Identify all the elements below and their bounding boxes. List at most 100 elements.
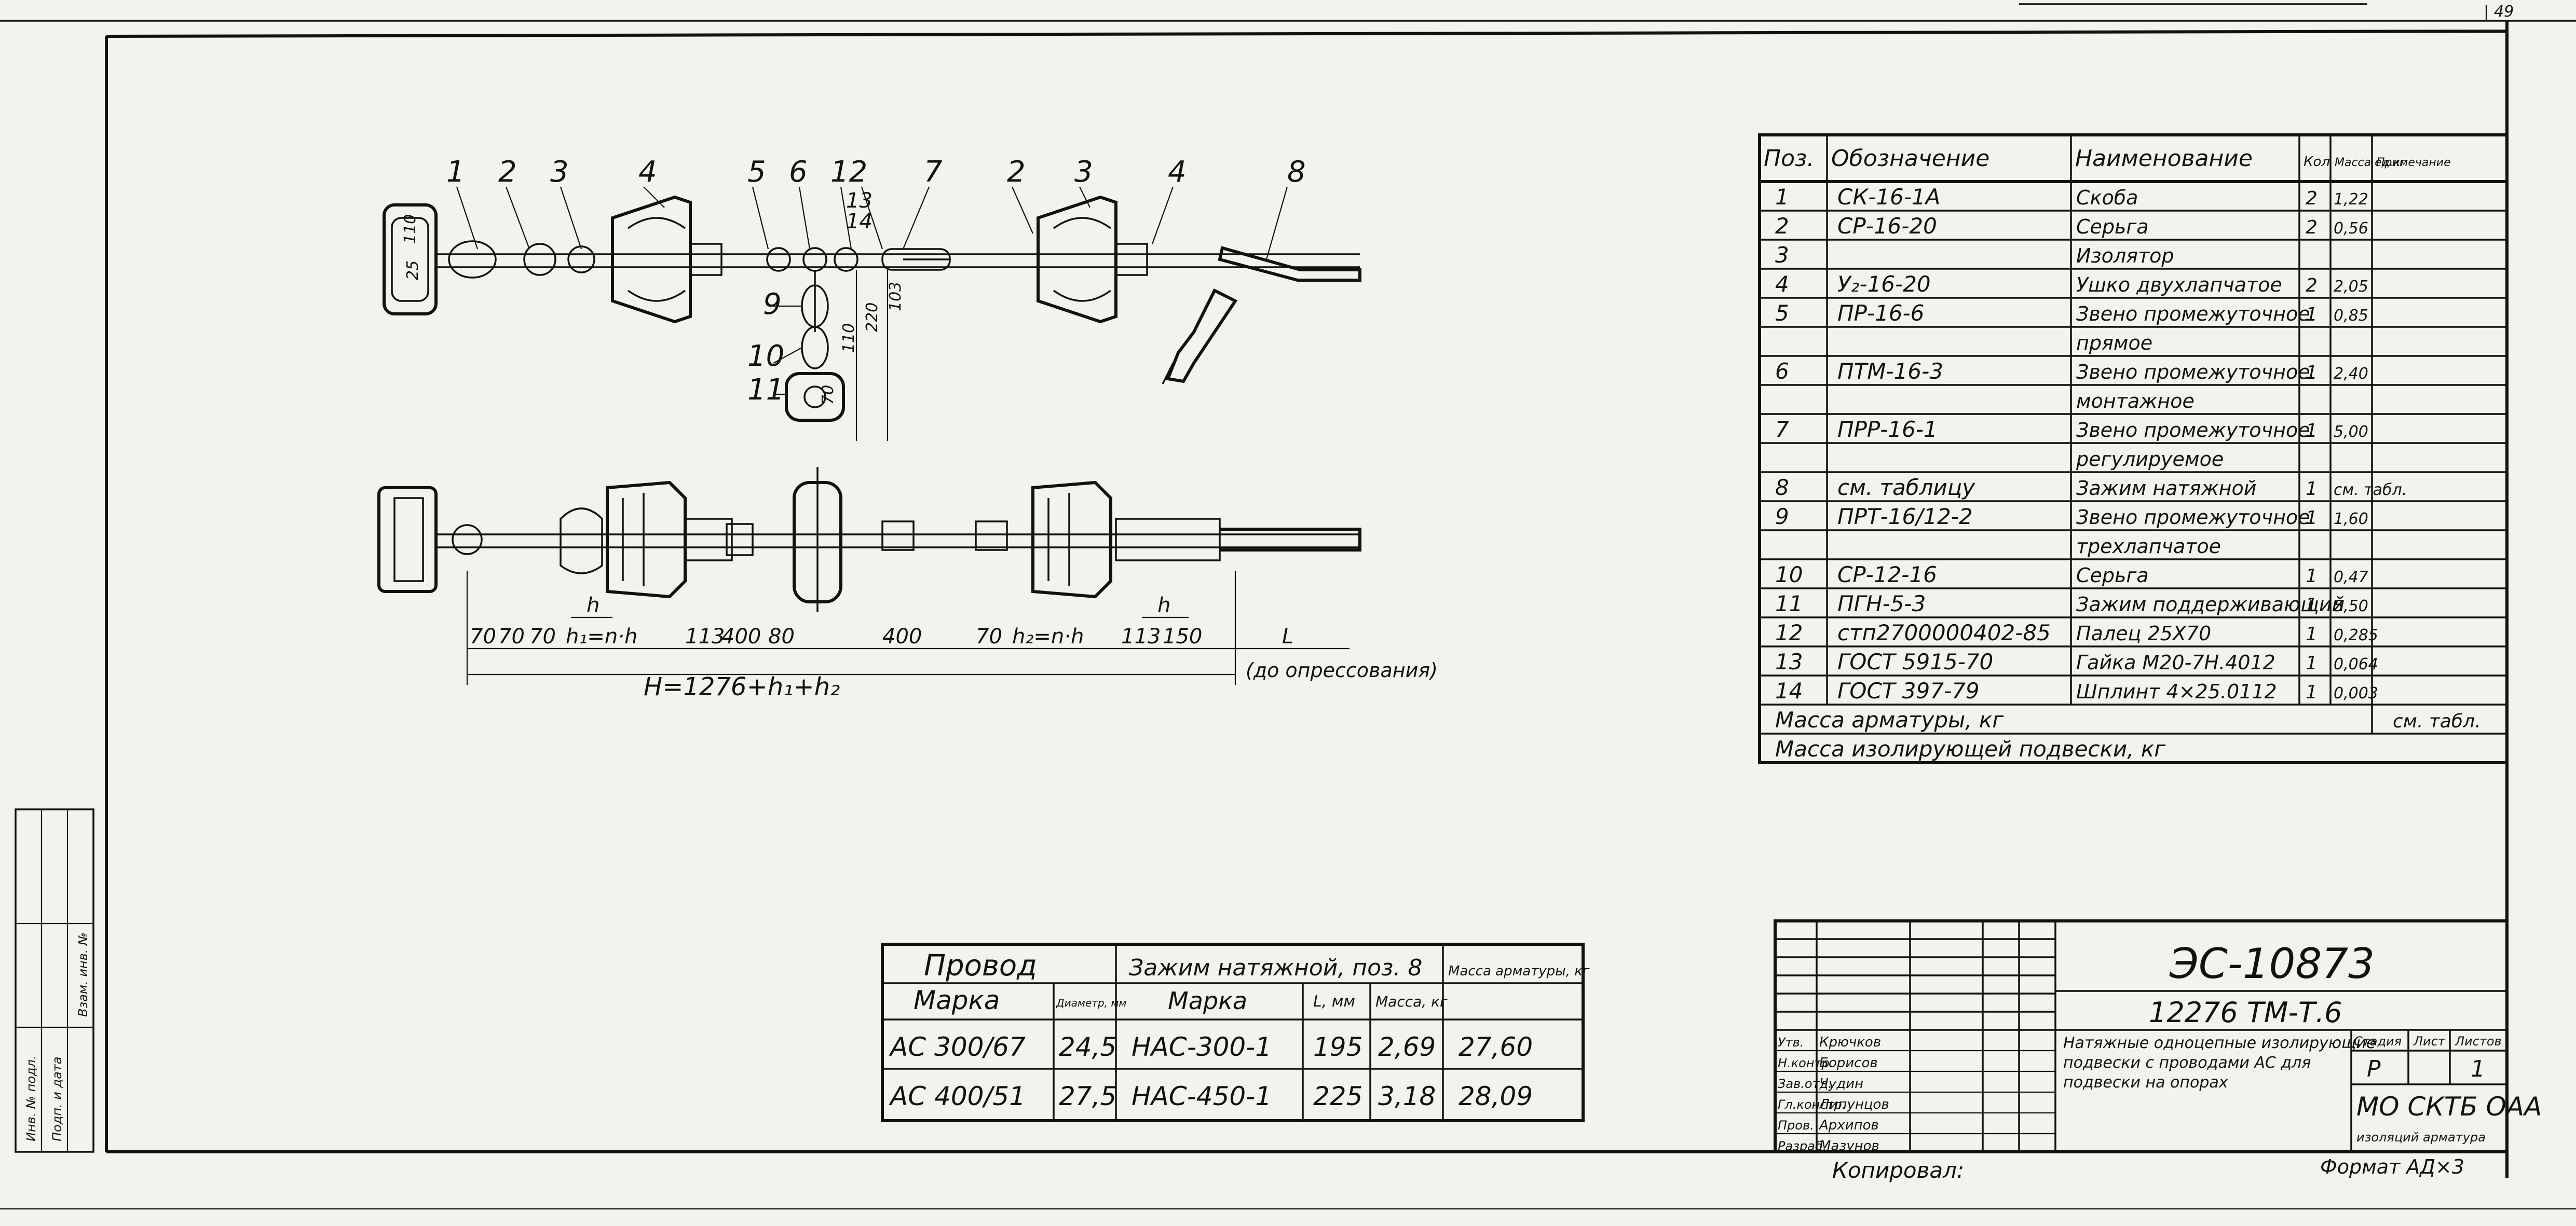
spec-cell-13-3: 1 bbox=[2306, 566, 2318, 587]
title-description-line: подвески на опорах bbox=[2063, 1073, 2228, 1092]
dim-110a: 110 bbox=[401, 214, 419, 244]
spec-cell-16-0: 13 bbox=[1775, 649, 1803, 674]
callout-2: 2 bbox=[498, 155, 517, 189]
callout-9: 9 bbox=[763, 287, 782, 321]
callout-3b: 3 bbox=[1074, 155, 1093, 189]
spec-cell-14-4: 5,50 bbox=[2334, 597, 2368, 615]
spec-cell-16-1: ГОСТ 5915-70 bbox=[1837, 649, 1993, 674]
dim-b-70b: 70 bbox=[498, 625, 525, 649]
spec-cell-8-3: 1 bbox=[2306, 420, 2318, 442]
dim-b-150: 150 bbox=[1163, 625, 1202, 649]
title-hdr-stage: Стадия bbox=[2354, 1034, 2402, 1049]
spec-cell-4-3: 1 bbox=[2306, 304, 2318, 325]
dim-b-L: L bbox=[1282, 625, 1293, 649]
side-stamp-1: Инв. № подл. bbox=[24, 1055, 38, 1141]
title-stage: Р bbox=[2367, 1056, 2381, 1082]
wire-sub-mass: Масса, кг bbox=[1375, 993, 1448, 1010]
spec-cell-6-3: 1 bbox=[2306, 362, 2318, 383]
spec-cell-10-4: см. табл. bbox=[2334, 481, 2407, 499]
spec-cell-8-1: ПРР-16-1 bbox=[1837, 417, 1938, 442]
title-name: Липунцов bbox=[1819, 1097, 1889, 1112]
wire-group-clamp: Зажим натяжной, поз. 8 bbox=[1129, 955, 1422, 981]
spec-cell-7-2: монтажное bbox=[2076, 390, 2195, 412]
spec-header-4: Масса ед.кг bbox=[2335, 156, 2406, 169]
wire-sub-diam: Диаметр, мм bbox=[1056, 997, 1127, 1009]
spec-cell-6-2: Звено промежуточное bbox=[2076, 361, 2310, 383]
dim-b-h2: h₂=n·h bbox=[1012, 625, 1084, 649]
dim-b-400a: 400 bbox=[721, 625, 761, 649]
spec-cell-17-2: Шплинт 4×25.0112 bbox=[2076, 680, 2277, 703]
spec-cell-14-3: 1 bbox=[2306, 595, 2318, 616]
spec-cell-15-4: 0,285 bbox=[2334, 626, 2378, 644]
footer-format: Формат АД×3 bbox=[2320, 1155, 2464, 1178]
dim-70: 70 bbox=[819, 385, 837, 405]
dim-b-70a: 70 bbox=[470, 625, 496, 649]
title-description-line: Натяжные одноцепные изолирующие bbox=[2063, 1034, 2376, 1052]
dim-b-h1: h₁=n·h bbox=[566, 625, 637, 649]
spec-cell-16-3: 1 bbox=[2306, 653, 2318, 674]
spec-cell-11-2: Звено промежуточное bbox=[2076, 506, 2310, 529]
wire-r2-L: 225 bbox=[1313, 1081, 1362, 1111]
dim-b-113b: 113 bbox=[1121, 625, 1161, 649]
spec-cell-4-1: ПР-16-6 bbox=[1837, 300, 1924, 326]
spec-mass-fittings-label: Масса арматуры, кг bbox=[1775, 707, 2004, 733]
spec-mass-assembly-label: Масса изолирующей подвески, кг bbox=[1775, 736, 2166, 762]
title-name: Крючков bbox=[1819, 1035, 1881, 1050]
spec-cell-1-1: СР-16-20 bbox=[1837, 213, 1937, 239]
wire-r1-diam: 24,5 bbox=[1059, 1032, 1116, 1062]
spec-cell-1-4: 0,56 bbox=[2334, 219, 2368, 238]
spec-cell-17-0: 14 bbox=[1775, 678, 1803, 704]
spec-cell-8-0: 7 bbox=[1775, 417, 1789, 442]
spec-cell-0-2: Скоба bbox=[2076, 186, 2138, 209]
callout-14: 14 bbox=[846, 210, 873, 233]
title-role: Гл.констр. bbox=[1778, 1097, 1846, 1112]
spec-cell-6-4: 2,40 bbox=[2334, 365, 2368, 383]
spec-cell-3-0: 4 bbox=[1775, 271, 1789, 297]
spec-cell-1-0: 2 bbox=[1775, 213, 1789, 239]
spec-cell-14-2: Зажим поддерживающий bbox=[2076, 593, 2345, 616]
wire-sub-L: L, мм bbox=[1313, 993, 1355, 1011]
title-role: Пров. bbox=[1778, 1118, 1814, 1133]
spec-cell-4-2: Звено промежуточное bbox=[2076, 302, 2310, 325]
spec-cell-10-0: 8 bbox=[1775, 475, 1789, 500]
spec-cell-14-0: 11 bbox=[1775, 591, 1803, 616]
spec-cell-1-2: Серьга bbox=[2076, 215, 2149, 238]
spec-cell-1-3: 2 bbox=[2306, 217, 2318, 238]
spec-cell-8-2: Звено промежуточное bbox=[2076, 419, 2310, 442]
spec-cell-13-0: 10 bbox=[1775, 562, 1803, 587]
title-block: ЭС-10873 12276 ТМ-Т.6 Натяжные одноцепны… bbox=[1774, 919, 2542, 1154]
spec-header-2: Наименование bbox=[2075, 145, 2253, 172]
wire-r1-clamp: НАС-300-1 bbox=[1132, 1032, 1272, 1062]
wire-r1-mark: АС 300/67 bbox=[889, 1032, 1026, 1062]
spec-cell-6-1: ПТМ-16-3 bbox=[1837, 359, 1943, 384]
wire-r2-total: 28,09 bbox=[1459, 1081, 1533, 1111]
callout-12: 12 bbox=[830, 155, 867, 189]
spec-cell-16-4: 0,064 bbox=[2334, 655, 2378, 673]
callout-13: 13 bbox=[846, 189, 873, 213]
wire-r2-mark: АС 400/51 bbox=[889, 1081, 1026, 1111]
dim-b-70d: 70 bbox=[976, 625, 1002, 649]
spec-cell-15-3: 1 bbox=[2306, 624, 2318, 645]
spec-cell-17-1: ГОСТ 397-79 bbox=[1837, 678, 1980, 704]
spec-cell-4-4: 0,85 bbox=[2334, 307, 2368, 325]
title-name: Архипов bbox=[1818, 1118, 1879, 1133]
spec-cell-4-0: 5 bbox=[1775, 300, 1789, 326]
spec-cell-13-1: СР-12-16 bbox=[1837, 562, 1937, 587]
wire-r2-clamp: НАС-450-1 bbox=[1132, 1081, 1272, 1111]
wire-r2-diam: 27,5 bbox=[1059, 1081, 1116, 1111]
wire-r2-mass: 3,18 bbox=[1378, 1081, 1436, 1111]
title-role: Разраб. bbox=[1778, 1139, 1827, 1153]
callout-4b: 4 bbox=[1168, 155, 1187, 189]
spec-cell-15-2: Палец 25Х70 bbox=[2076, 622, 2211, 645]
spec-header-3: Кол bbox=[2304, 154, 2330, 170]
title-hdr-sheets: Листов bbox=[2455, 1034, 2502, 1049]
spec-cell-17-4: 0,003 bbox=[2334, 684, 2378, 702]
dimensions: 70 70 70 h₁=n·h 113 400 80 400 70 h₂=n·h… bbox=[466, 571, 1438, 701]
callout-10: 10 bbox=[747, 339, 784, 373]
spec-header-5: Примечание bbox=[2376, 156, 2451, 169]
spec-cell-13-4: 0,47 bbox=[2334, 568, 2368, 586]
title-role: Н.контр. bbox=[1778, 1056, 1833, 1070]
dim-total: H=1276+h₁+h₂ bbox=[644, 672, 840, 701]
